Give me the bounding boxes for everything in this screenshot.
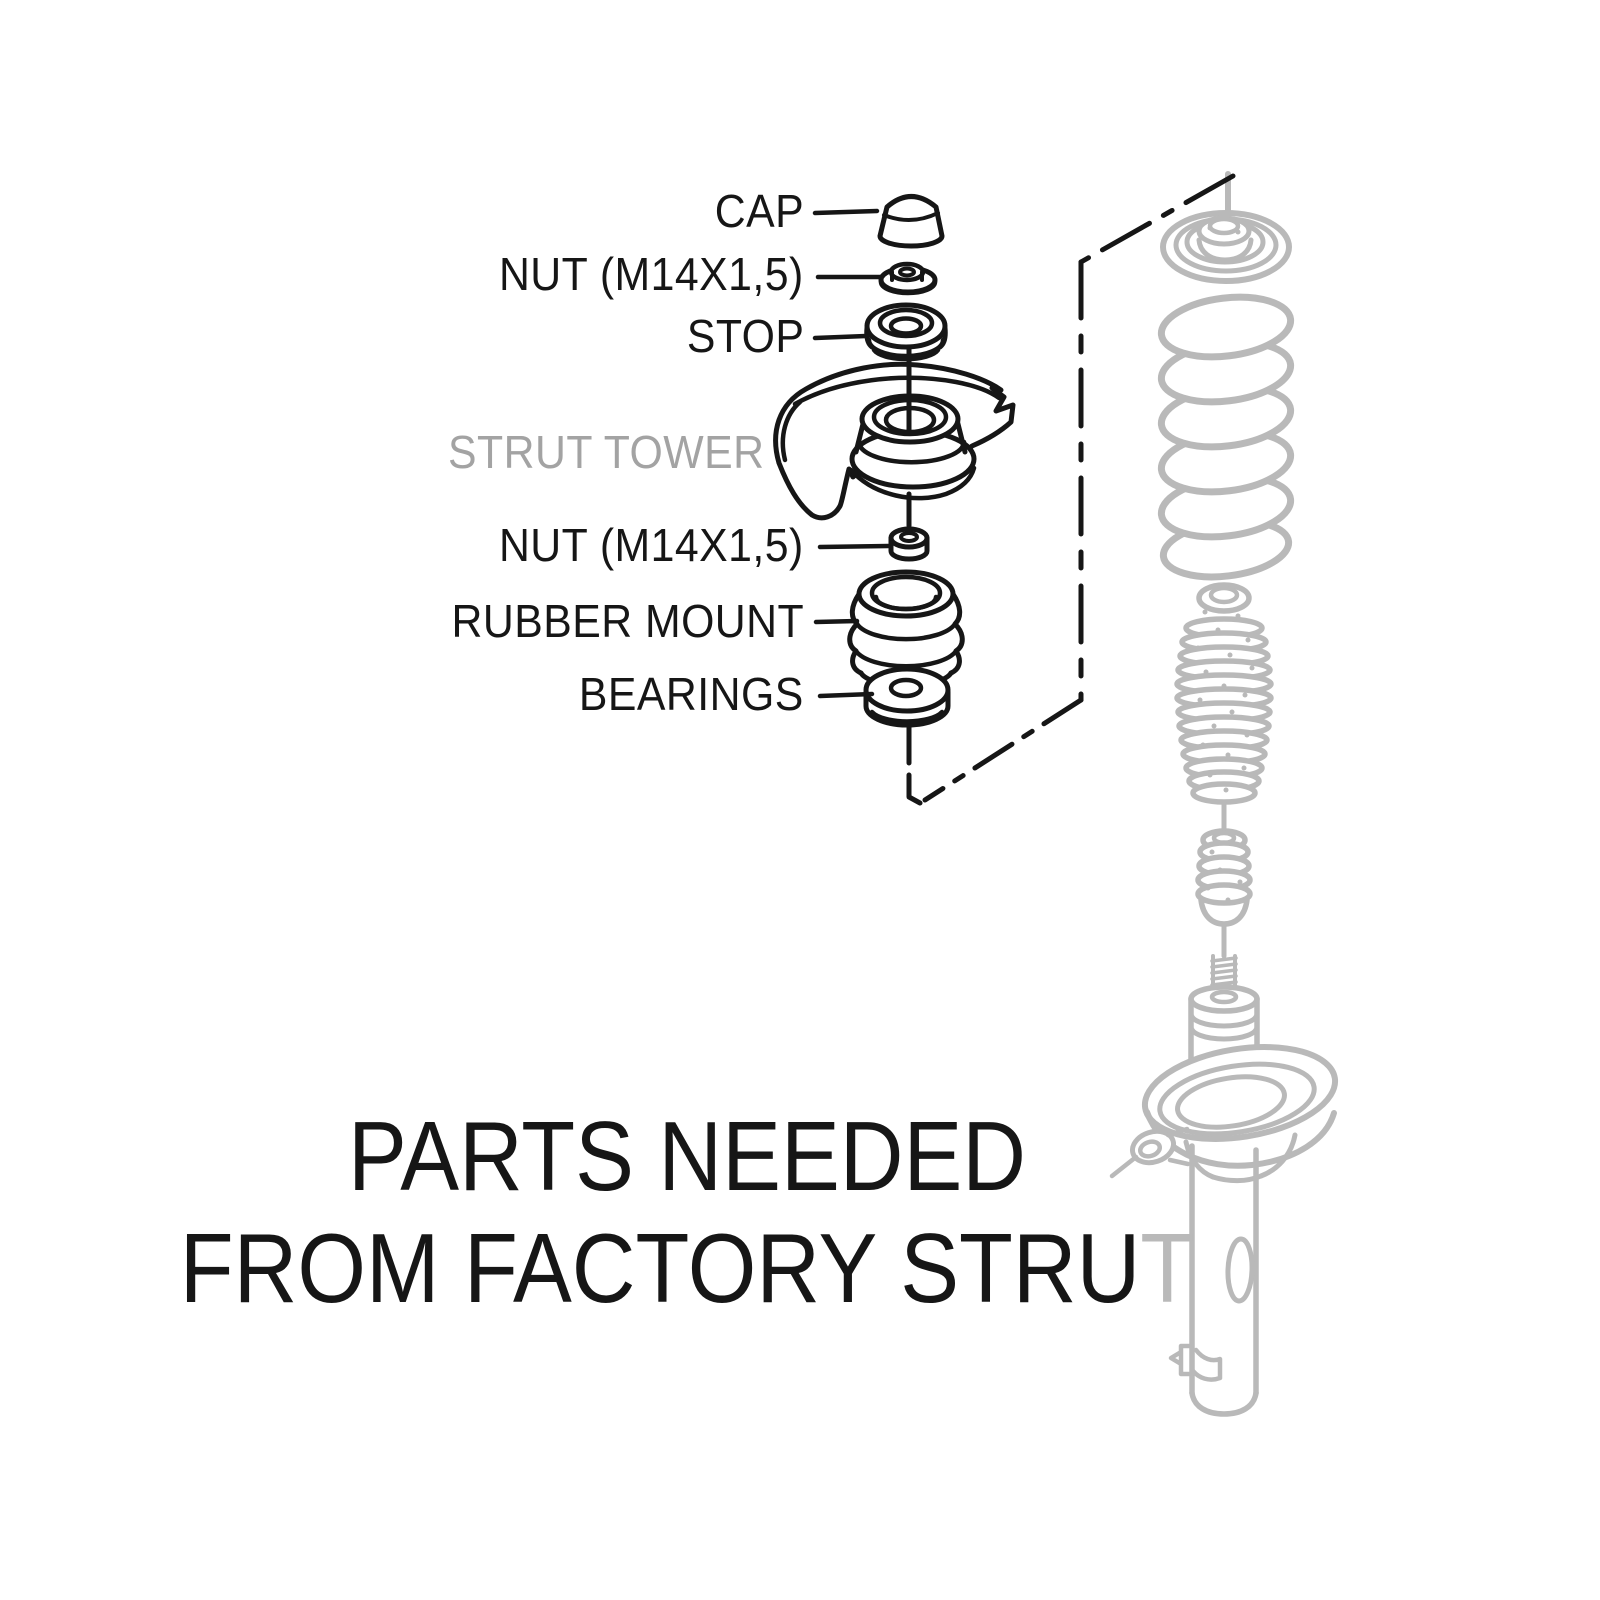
factory-parts-group: [773, 173, 1236, 806]
stipple-dots: [1195, 225, 1255, 903]
cap-part: [877, 194, 945, 249]
strut-body-art: [1168, 1143, 1259, 1417]
label-nut-lower: NUT (M14X1,5): [499, 519, 804, 571]
leader-lines: [812, 208, 891, 699]
top-mount-art: [1160, 171, 1292, 284]
label-rubber-mount: RUBBER MOUNT: [451, 595, 804, 647]
label-strut-tower: STRUT TOWER: [448, 426, 765, 478]
lower-nut-part: [888, 526, 930, 562]
lower-nut-leader-line: [817, 543, 891, 550]
stop-leader-line: [812, 333, 869, 341]
coil-spring-art: [1157, 293, 1295, 581]
cap-leader-line: [812, 208, 880, 216]
label-bearings: BEARINGS: [579, 668, 804, 720]
stop-part: [864, 302, 948, 362]
title-line1: PARTS NEEDED: [347, 1101, 1026, 1211]
upper-nut-part: [878, 261, 938, 296]
rubber-mount-part: [847, 569, 965, 689]
rubber-mount-leader-line: [813, 618, 860, 625]
title-line2-overlap-letter: T: [1140, 1213, 1195, 1323]
spring-perch-art: [1109, 1044, 1339, 1184]
dust-boot-art: [1174, 582, 1274, 805]
diagram-title: PARTS NEEDED FROM FACTORY STRUT: [69, 1100, 1306, 1324]
bearings-part: [863, 666, 951, 728]
label-cap: CAP: [714, 185, 804, 237]
label-nut-upper: NUT (M14X1,5): [499, 248, 804, 300]
label-stop: STOP: [686, 310, 804, 362]
factory-strut-assembly: [1109, 171, 1339, 1417]
assembly-boundary-line: [906, 173, 1236, 806]
title-line2: FROM FACTORY STRUT: [179, 1213, 1195, 1323]
bearings-leader-line: [817, 691, 875, 699]
bump-stop-art: [1195, 828, 1253, 927]
strut-tower-part: [773, 361, 1016, 521]
